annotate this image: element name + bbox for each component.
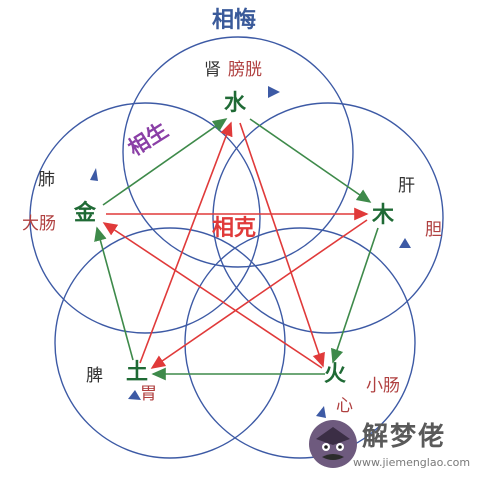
ke-arrows [102,121,369,369]
ke-arrow-wood-earth [150,219,368,369]
watermark-logo-icon [309,420,357,468]
outer-arrowhead [399,238,411,248]
organ-small-intestine: 小肠 [366,376,400,396]
organ-heart: 心 [336,396,353,416]
outer-arrowhead [268,86,280,98]
circle-wood [212,102,444,334]
organ-liver: 肝 [398,176,415,196]
sheng-arrow-wood-fire [331,227,379,364]
ke-label: 相克 [212,216,257,241]
ke-arrow-fire-metal [102,222,323,369]
element-metal: 金 [74,201,97,226]
sheng-arrow-water-wood [249,118,372,203]
element-wood: 木 [372,203,395,228]
element-water: 水 [224,91,247,116]
outer-arrowhead [316,406,326,418]
organ-lung: 肺 [38,170,55,190]
watermark-url: www.jiemenglao.com [353,456,471,469]
organ-bladder: 膀胱 [228,60,262,80]
diagram-title: 相悔 [212,8,257,33]
organ-gallbladder: 胆 [425,220,442,240]
outer-arrowheads [90,86,411,418]
organ-large-intestine: 大肠 [22,214,56,234]
watermark-title: 解梦佬 [362,422,447,452]
circle-water [122,36,354,268]
organ-spleen: 脾 [86,366,103,386]
element-fire: 火 [324,362,347,387]
circle-fire [184,227,416,459]
ke-arrow-earth-water [139,121,233,364]
outer-arrowhead [128,390,141,400]
sheng-arrow-earth-metal [94,226,134,361]
organ-kidney: 肾 [204,60,221,80]
organ-stomach: 胃 [140,384,157,404]
ke-arrow-water-fire [239,122,325,368]
element-earth: 土 [126,360,149,385]
circle-metal [29,102,261,334]
sheng-arrows [94,118,379,381]
sheng-arrow-metal-water [102,118,228,206]
outer-arrowhead [90,168,98,181]
